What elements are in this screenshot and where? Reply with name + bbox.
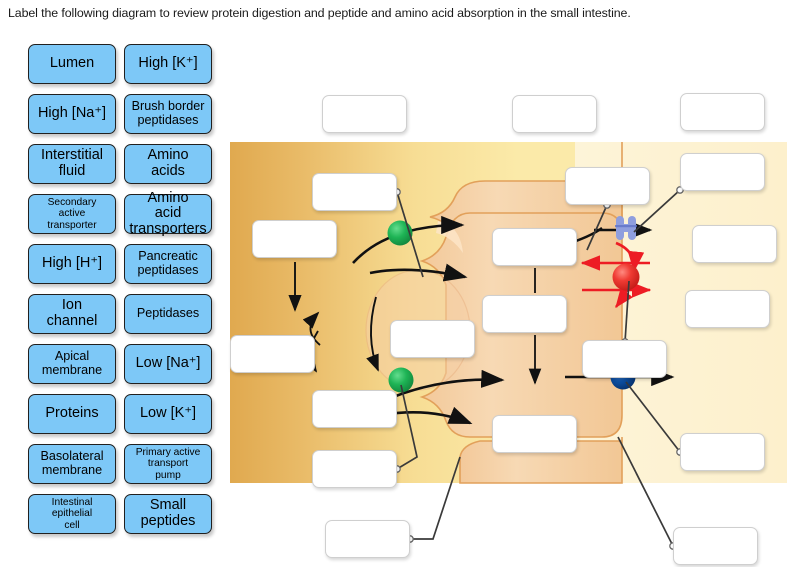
label-chip-brush-border-peptidases[interactable]: Brush border peptidases	[124, 94, 212, 134]
blank-lumen-left-1[interactable]	[252, 220, 337, 258]
blank-lumen-left-2[interactable]	[230, 335, 315, 373]
blank-cell-lower[interactable]	[492, 415, 577, 453]
label-chip-primary-active-transport-pump[interactable]: Primary active transport pump	[124, 444, 212, 484]
label-chip-apical-membrane[interactable]: Apical membrane	[28, 344, 116, 384]
label-chip-lumen[interactable]: Lumen	[28, 44, 116, 84]
blank-cell-upper[interactable]	[492, 228, 577, 266]
label-chip-low-k[interactable]: Low [K⁺]	[124, 394, 212, 434]
label-chip-high-na[interactable]: High [Na⁺]	[28, 94, 116, 134]
label-chip-amino-acid-transporters[interactable]: Amino acid transporters	[124, 190, 212, 237]
blank-top-cell[interactable]	[512, 95, 597, 133]
blank-top-interstitial[interactable]	[680, 93, 765, 131]
label-chip-pancreatic-peptidases[interactable]: Pancreatic peptidases	[124, 244, 212, 284]
apical-cotransporter-upper[interactable]	[387, 220, 413, 246]
apical-cotransporter-lower[interactable]	[388, 367, 414, 393]
blank-interstitial-1[interactable]	[680, 153, 765, 191]
label-chip-interstitial-fluid[interactable]: Interstitial fluid	[28, 144, 116, 184]
blank-lumen-mid[interactable]	[390, 320, 475, 358]
label-chip-small-peptides[interactable]: Small peptides	[124, 494, 212, 534]
label-chip-intestinal-epithelial-cell[interactable]: Intestinal epithelial cell	[28, 494, 116, 534]
blank-interstitial-4[interactable]	[680, 433, 765, 471]
label-chip-amino-acids[interactable]: Amino acids	[124, 144, 212, 184]
diagram	[230, 85, 787, 567]
blank-cell-right[interactable]	[582, 340, 667, 378]
label-chip-ion-channel[interactable]: Ion channel	[28, 294, 116, 334]
blank-lumen-lower-1[interactable]	[312, 390, 397, 428]
blank-bottom-right[interactable]	[673, 527, 758, 565]
label-chip-peptidases[interactable]: Peptidases	[124, 294, 212, 334]
label-chip-secondary-active-transporter[interactable]: Secondary active transporter	[28, 194, 116, 234]
blank-bottom-lumen[interactable]	[325, 520, 410, 558]
blank-interstitial-3[interactable]	[685, 290, 770, 328]
blank-cell-mid[interactable]	[482, 295, 567, 333]
label-chip-high-k[interactable]: High [K⁺]	[124, 44, 212, 84]
label-chip-proteins[interactable]: Proteins	[28, 394, 116, 434]
basolateral-pump[interactable]	[580, 241, 652, 308]
blank-cell-top-right[interactable]	[565, 167, 650, 205]
label-chip-low-na[interactable]: Low [Na⁺]	[124, 344, 212, 384]
blank-lumen-upper[interactable]	[312, 173, 397, 211]
blank-interstitial-2[interactable]	[692, 225, 777, 263]
label-chip-basolateral-membrane[interactable]: Basolateral membrane	[28, 444, 116, 484]
blank-lumen-lower-2[interactable]	[312, 450, 397, 488]
blank-top-lumen[interactable]	[322, 95, 407, 133]
page-title: Label the following diagram to review pr…	[8, 6, 631, 20]
basolateral-ion-channel[interactable]	[563, 216, 653, 247]
label-chip-high-h[interactable]: High [H⁺]	[28, 244, 116, 284]
